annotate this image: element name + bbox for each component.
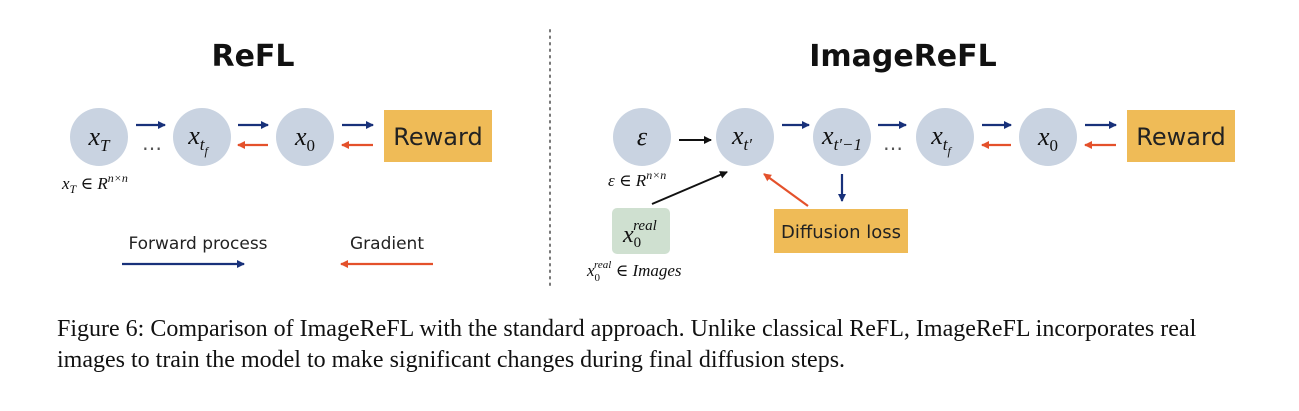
node-xt-prime-minus-1	[813, 108, 871, 166]
node-xT-label: xT	[87, 122, 111, 155]
left-reward-box	[384, 110, 492, 162]
eps-domain-label: ε ∈ Rn×n	[608, 168, 666, 190]
node-x0-label: x0	[294, 122, 315, 155]
node-xtf-right	[916, 108, 974, 166]
diffusion-loss-box	[774, 209, 908, 253]
real-to-xt-arrow	[651, 171, 728, 205]
node-xtf	[173, 108, 231, 166]
node-xtf-right-label: xtf	[930, 121, 952, 158]
right-title: ImageReFL	[809, 39, 997, 74]
left-ellipsis: …	[142, 131, 162, 155]
left-domain-label: xT ∈ Rn×n	[61, 171, 128, 196]
right-reward-label: Reward	[1136, 123, 1225, 151]
left-title: ReFL	[211, 39, 294, 74]
legend-forward-label: Forward process	[128, 234, 267, 254]
figure-caption: Figure 6: Comparison of ImageReFL with t…	[57, 316, 1197, 373]
node-x0-right	[1019, 108, 1077, 166]
diffusion-grad-arrow	[763, 173, 809, 207]
real-image-label: x0real	[622, 218, 657, 251]
right-ellipsis: …	[883, 131, 903, 155]
real-domain-label: x0real ∈ Images	[586, 259, 682, 284]
node-xT	[70, 108, 128, 166]
node-x0-right-label: x0	[1037, 122, 1058, 155]
node-xt-prime-label: xt′	[731, 121, 752, 154]
node-x0	[276, 108, 334, 166]
node-xt-prime-minus-1-label: xt′−1	[821, 121, 862, 154]
real-image-box	[612, 208, 670, 254]
node-eps	[613, 108, 671, 166]
node-eps-label: ε	[637, 122, 648, 151]
legend-gradient-label: Gradient	[350, 234, 424, 254]
node-xt-prime	[716, 108, 774, 166]
diffusion-loss-label: Diffusion loss	[781, 222, 901, 243]
node-xtf-label: xtf	[187, 121, 209, 158]
left-reward-label: Reward	[393, 123, 482, 151]
right-reward-box	[1127, 110, 1235, 162]
